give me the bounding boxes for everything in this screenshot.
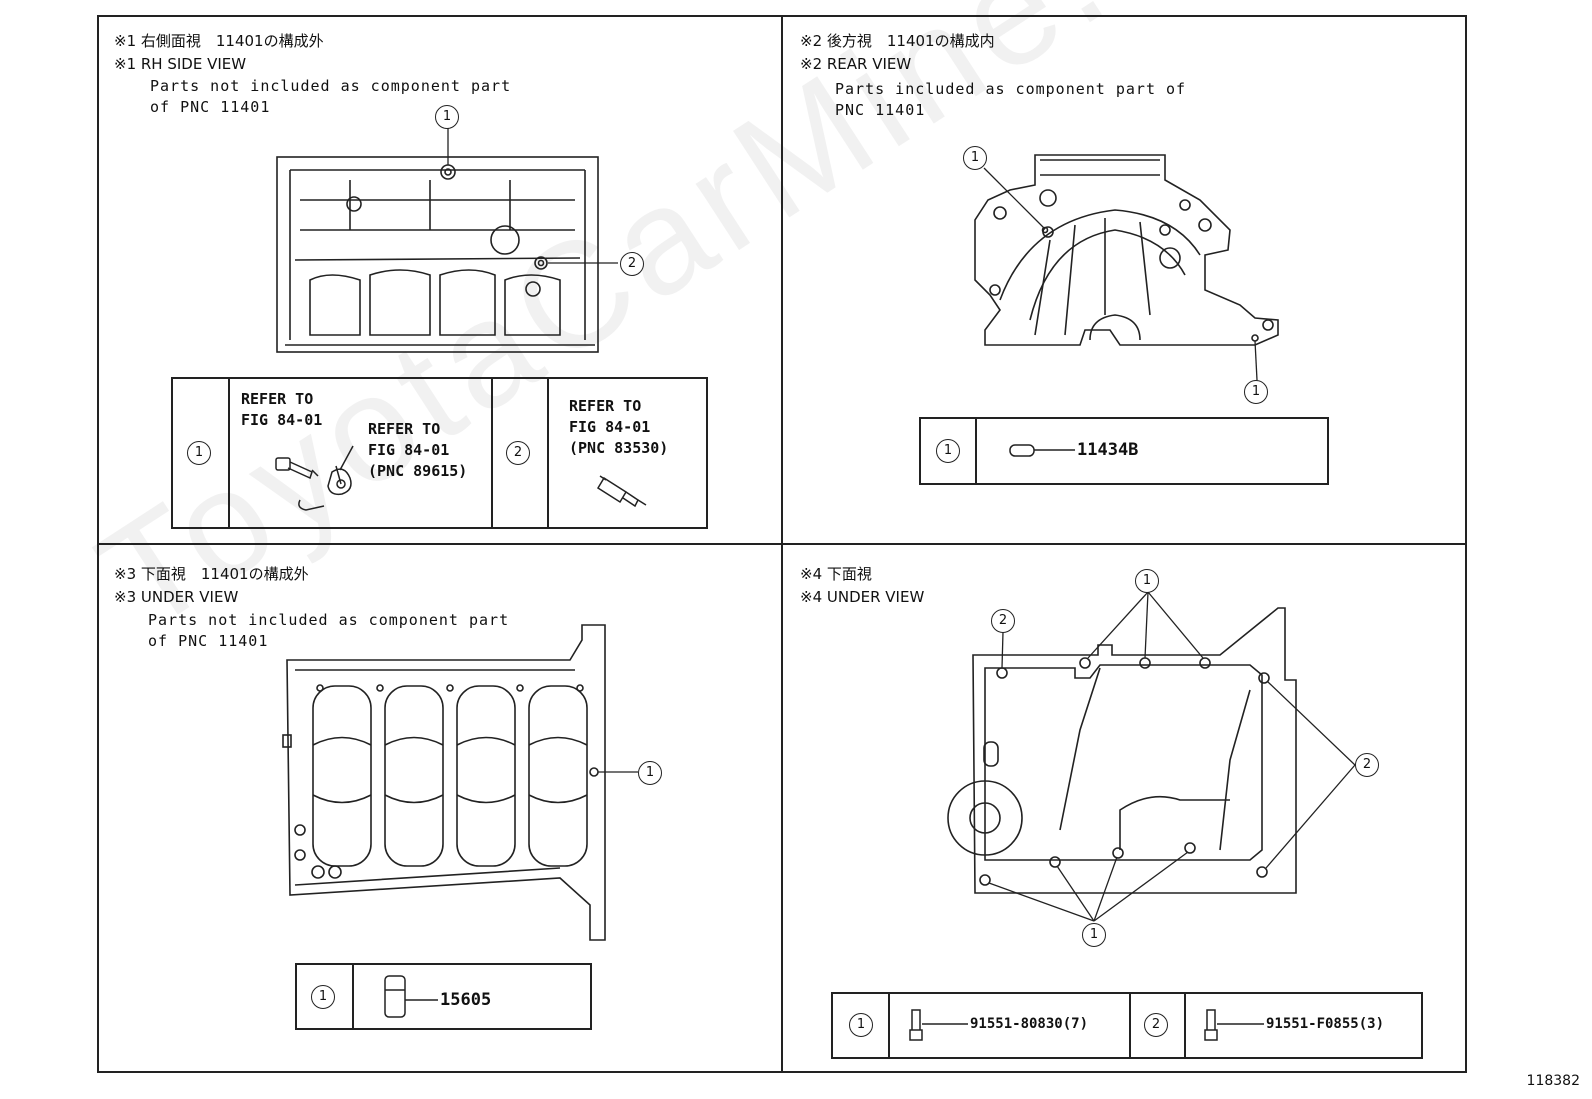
callout-2-right: 2: [1355, 753, 1379, 777]
table-callout-1: 1: [311, 985, 335, 1009]
part-number-91551-80830: 91551-80830(7): [970, 1016, 1089, 1032]
panel-note: Parts included as component part of PNC …: [835, 80, 1187, 119]
callout-1-top: 1: [963, 146, 987, 170]
callout-1-bottom: 1: [1082, 923, 1106, 947]
part-number-15605: 15605: [440, 990, 492, 1010]
callout-1-bottom: 1: [1244, 380, 1268, 404]
table-callout-1: 1: [187, 441, 211, 465]
table-callout-2: 2: [1144, 1013, 1168, 1037]
callout-2: 2: [620, 252, 644, 276]
sensor-icon: [596, 476, 628, 504]
part-number-11434b: 11434B: [1077, 440, 1139, 460]
panel-title-jp: ※1 右側面視 11401の構成外: [114, 32, 324, 50]
panel-note: Parts not included as component part of …: [150, 77, 512, 116]
bolt-icon: [275, 457, 291, 471]
panel-title-jp: ※3 下面視 11401の構成外: [114, 565, 309, 583]
parts-table-under-b: [831, 992, 1423, 1059]
panel-title-en: ※1 RH SIDE VIEW: [114, 55, 247, 73]
callout-1-top: 1: [1135, 569, 1159, 593]
callout-1: 1: [435, 105, 459, 129]
parts-table-rear: [919, 417, 1329, 485]
panel-title-jp: ※2 後方視 11401の構成内: [800, 32, 995, 50]
parts-table-under-a: [295, 963, 592, 1030]
bolt-icon: [909, 1009, 923, 1041]
knock-sensor-icon: [327, 468, 352, 496]
table-callout-1: 1: [936, 439, 960, 463]
panel-note: Parts not included as component part of …: [148, 611, 510, 650]
part-number-91551-f0855: 91551-F0855(3): [1266, 1016, 1385, 1032]
panel-title-jp: ※4 下面視: [800, 565, 872, 583]
parts-table-rh-side: [171, 377, 708, 529]
refer-to-caption-a: REFER TO FIG 84-01: [241, 390, 323, 429]
refer-to-caption-b: REFER TO FIG 84-01 (PNC 89615): [368, 420, 468, 480]
panel-title-en: ※4 UNDER VIEW: [800, 588, 925, 606]
figure-number: 118382: [1526, 1073, 1580, 1089]
refer-to-caption-c: REFER TO FIG 84-01 (PNC 83530): [569, 397, 669, 457]
panel-title-en: ※2 REAR VIEW: [800, 55, 912, 73]
callout-2-left: 2: [991, 609, 1015, 633]
bolt-icon: [1204, 1009, 1218, 1041]
horizontal-divider: [97, 543, 1467, 545]
callout-1: 1: [638, 761, 662, 785]
table-callout-1: 1: [849, 1013, 873, 1037]
oil-jet-icon: [384, 975, 406, 1018]
table-callout-2: 2: [506, 441, 530, 465]
panel-title-en: ※3 UNDER VIEW: [114, 588, 239, 606]
